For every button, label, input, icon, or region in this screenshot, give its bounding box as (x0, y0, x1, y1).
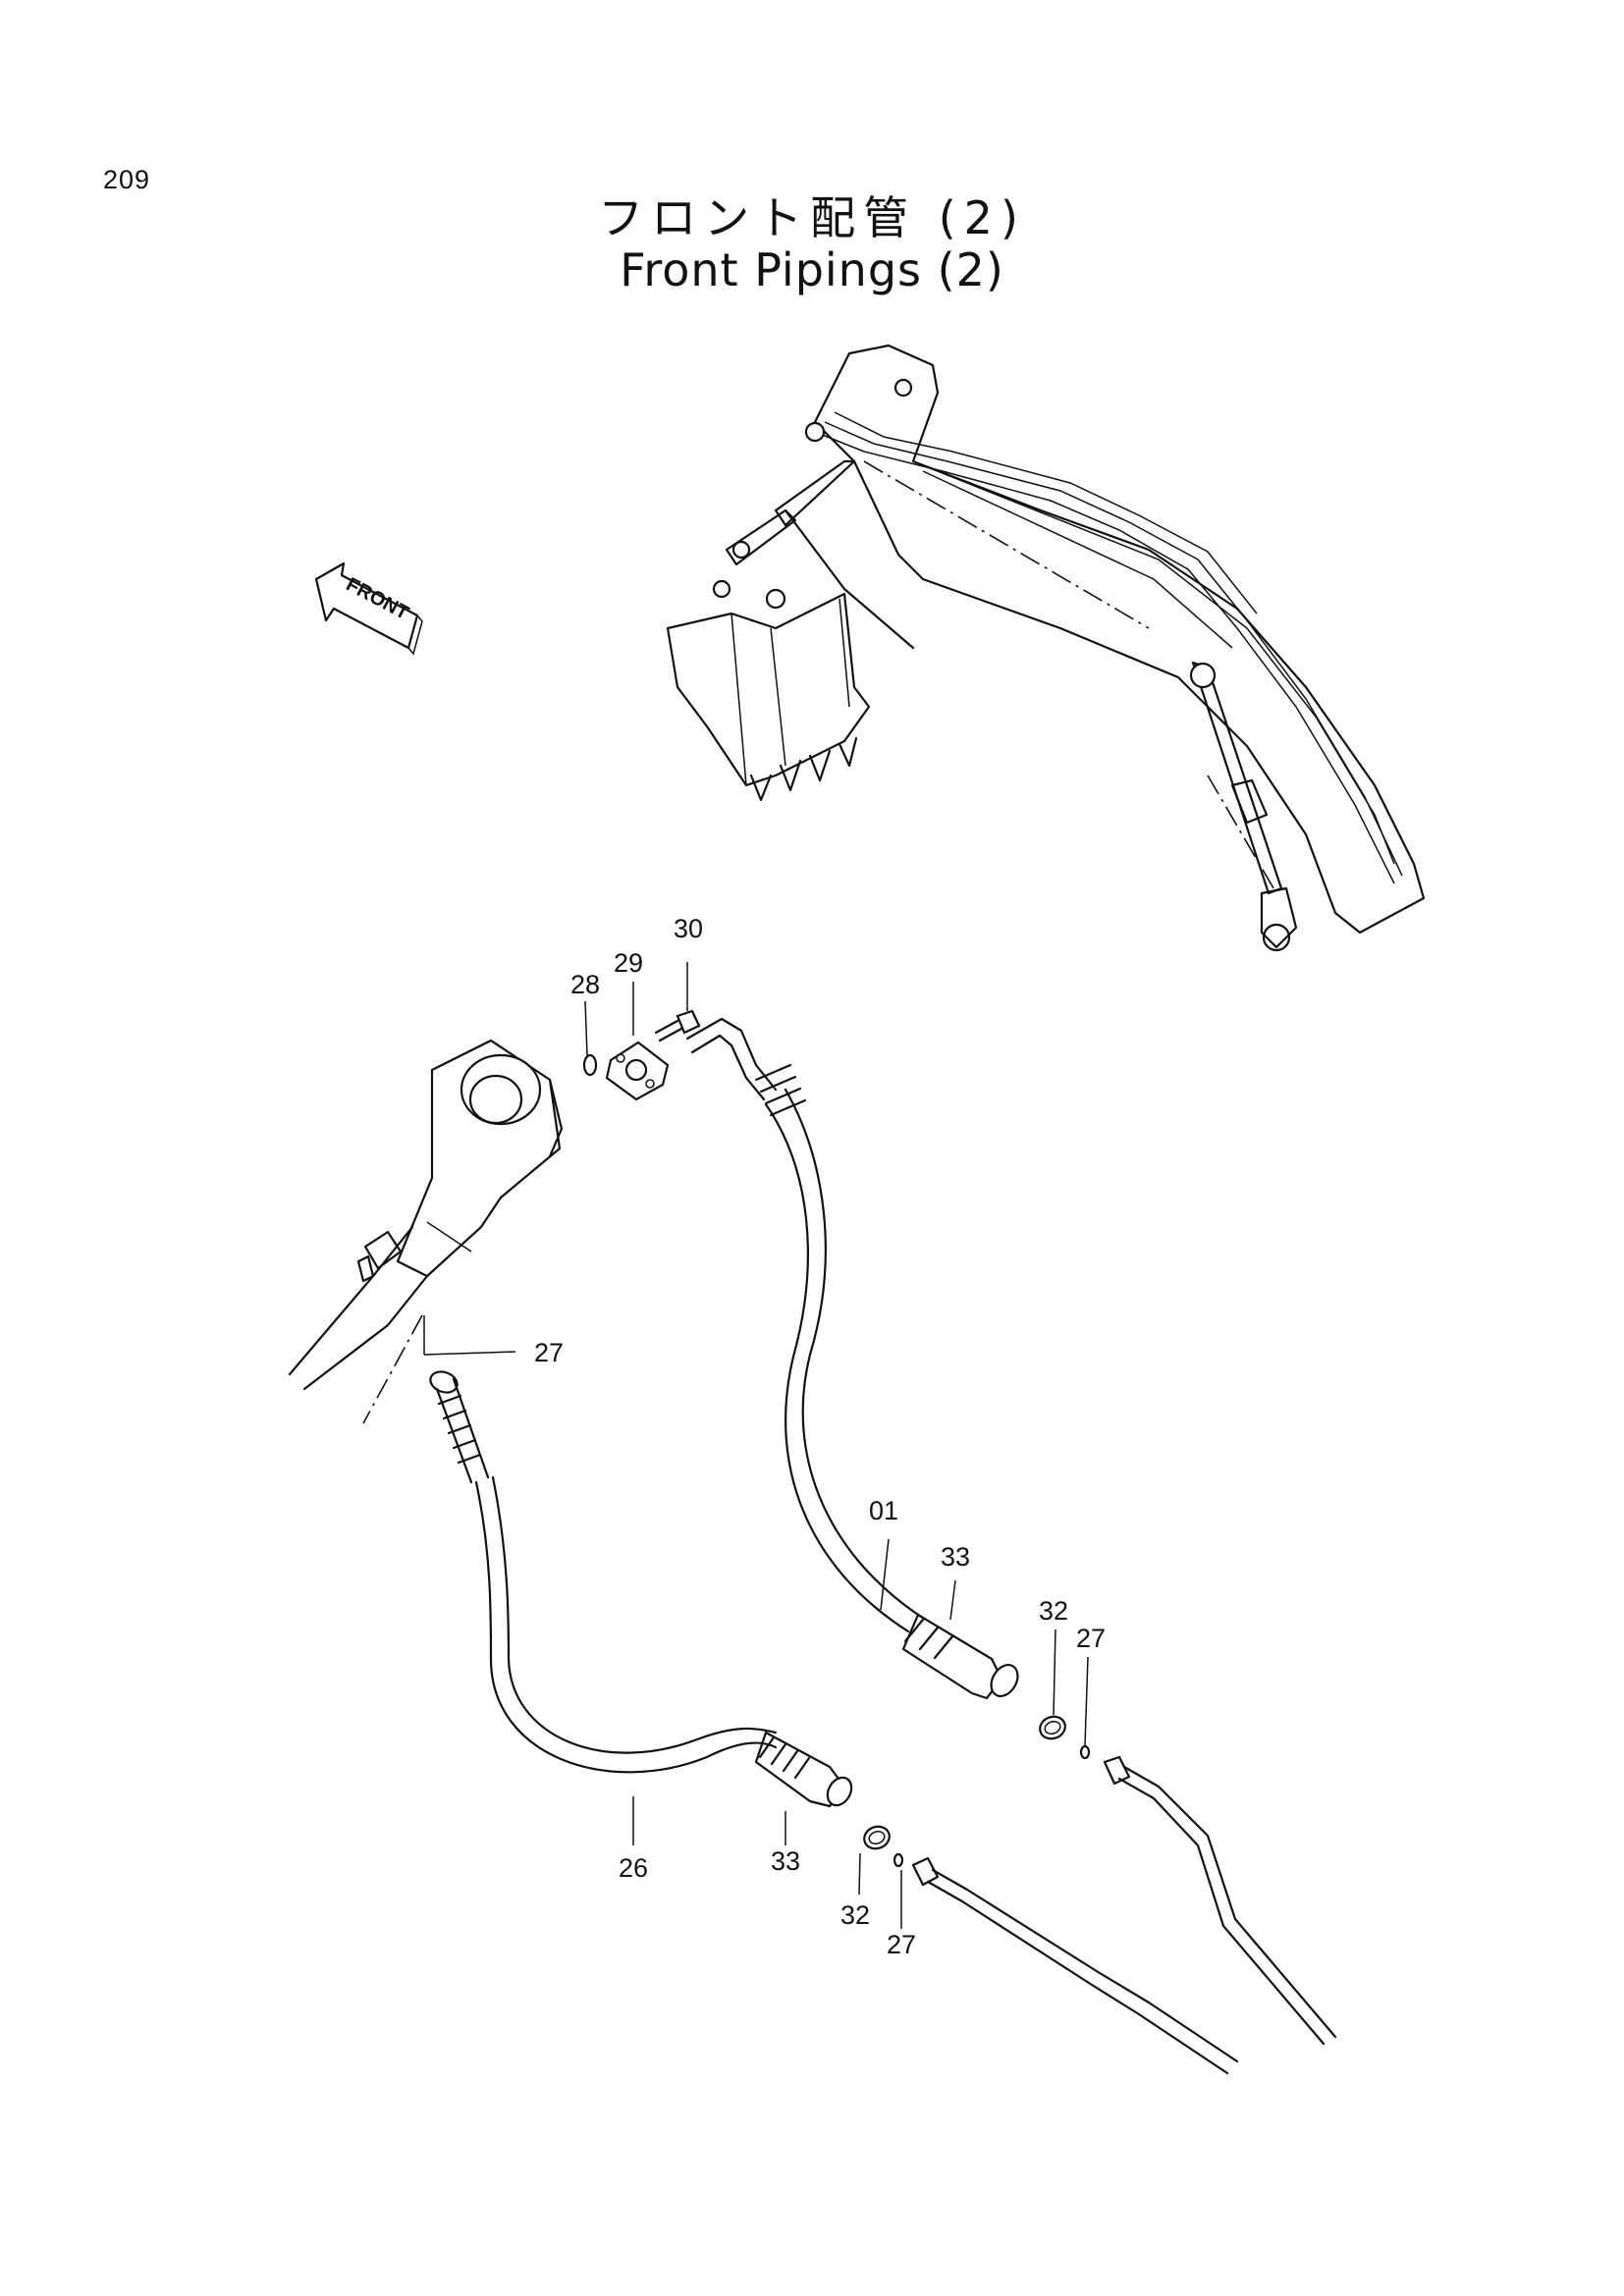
callout-29: 29 (614, 948, 643, 978)
cylinder-port-block (288, 1039, 564, 1424)
front-arrow-label: FRONT (343, 573, 412, 624)
callout-28: 28 (570, 970, 600, 999)
excavator-front-overview (666, 344, 1426, 952)
callout-32-a: 32 (1039, 1596, 1068, 1626)
callout-33-a: 33 (941, 1542, 970, 1572)
callout-33-b: 33 (771, 1846, 800, 1876)
callout-27-a: 27 (534, 1338, 564, 1367)
callout-26: 26 (619, 1853, 648, 1883)
callout-01: 01 (869, 1496, 898, 1525)
callout-27-c: 27 (887, 1930, 916, 1959)
o-ring-28 (582, 1053, 598, 1077)
bolt (654, 1009, 701, 1042)
steel-pipe-lower (911, 1856, 1239, 2075)
steel-pipe-upper (1103, 1755, 1337, 2046)
front-direction-arrow: FRONT (314, 561, 423, 656)
callout-32-b: 32 (840, 1900, 870, 1930)
title-japanese: フロント配管 (2) (598, 191, 1026, 244)
o-ring-27-upper (1079, 1744, 1091, 1760)
o-ring-27-lower (893, 1852, 904, 1868)
flange-half (605, 1041, 670, 1101)
hose-01 (685, 1017, 1019, 1700)
title-english: Front Pipings (2) (620, 243, 1004, 296)
o-ring-32-lower (863, 1825, 891, 1850)
callout-27-b: 27 (1076, 1624, 1106, 1653)
page-number: 209 (103, 165, 151, 194)
leader-lines (423, 962, 1089, 1929)
o-ring-32-upper (1039, 1715, 1066, 1740)
hose-26 (429, 1370, 853, 1808)
callout-30: 30 (674, 914, 703, 943)
callouts: 30 29 28 27 01 33 32 27 26 33 32 27 (534, 914, 1106, 1959)
